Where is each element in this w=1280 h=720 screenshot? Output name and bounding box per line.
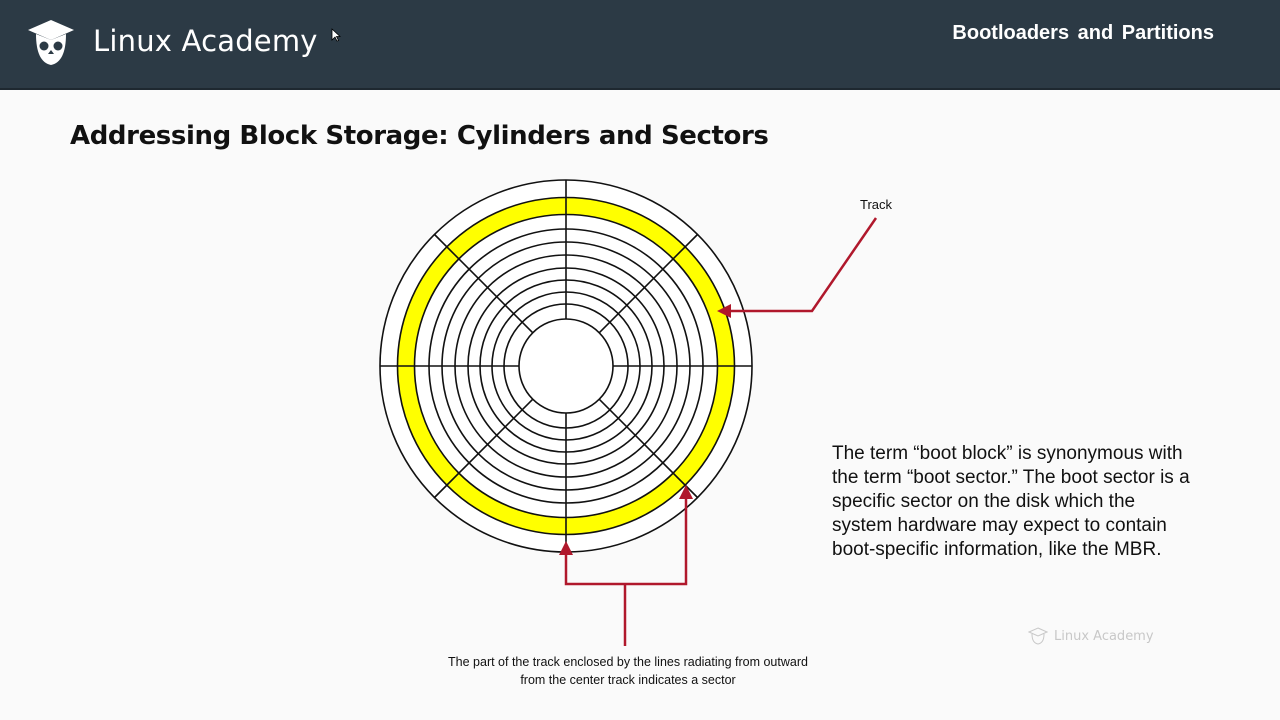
owl-logo-icon <box>28 20 74 65</box>
sector-caption: The part of the track enclosed by the li… <box>448 655 808 687</box>
watermark-text: Linux Academy <box>1054 628 1154 644</box>
owl-logo-icon <box>1028 627 1048 645</box>
sector-arrowhead-right <box>679 485 693 499</box>
brand-name: Linux Academy <box>93 24 318 58</box>
slide-title: Addressing Block Storage: Cylinders and … <box>70 121 769 151</box>
disk-platter <box>379 179 753 553</box>
watermark: Linux Academy <box>1028 627 1154 645</box>
mouse-cursor-icon <box>331 28 341 42</box>
sector-arrowhead-left <box>559 541 573 555</box>
sector-arrow <box>564 498 688 646</box>
track-arrow <box>730 217 878 313</box>
track-arrowhead <box>717 304 731 318</box>
track-label: Track <box>860 197 893 212</box>
boot-block-explanation: The term “boot block” is synonymous with… <box>832 443 1190 560</box>
deck-title: Bootloaders and Partitions <box>952 22 1214 44</box>
header-bar: Linux Academy Bootloaders and Partitions <box>0 0 1280 90</box>
